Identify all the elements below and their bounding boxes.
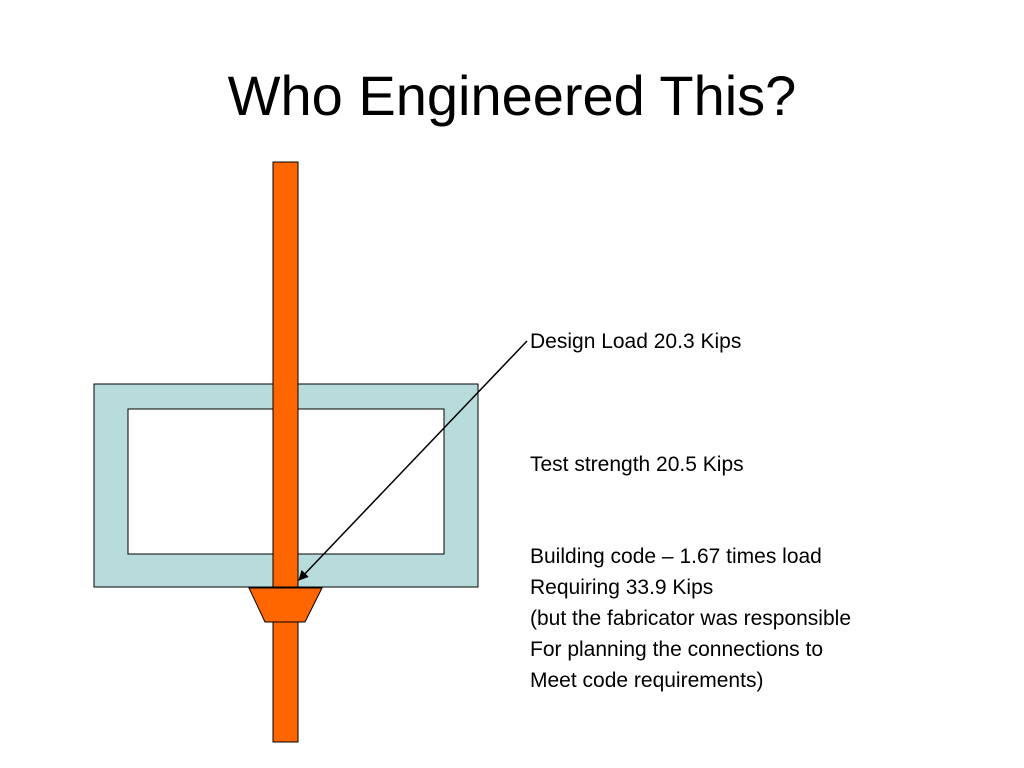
planning-note-line: For planning the connections to [530, 638, 824, 661]
leader-arrow [298, 340, 528, 581]
building-code-line: Building code – 1.67 times load [530, 545, 822, 568]
slide-title: Who Engineered This? [227, 64, 797, 127]
fabricator-note-line: (but the fabricator was responsible [530, 607, 851, 630]
hanger-rod-lower [272, 621, 299, 743]
requirements-note-line: Meet code requirements) [530, 669, 764, 692]
design-load-label: Design Load 20.3 Kips [530, 330, 742, 353]
test-strength-label: Test strength 20.5 Kips [530, 453, 744, 476]
connection-nut [248, 587, 323, 623]
hanger-rod-upper [272, 161, 299, 588]
building-code-note: Building code – 1.67 times load Requirin… [530, 541, 851, 696]
required-load-line: Requiring 33.9 Kips [530, 576, 714, 599]
